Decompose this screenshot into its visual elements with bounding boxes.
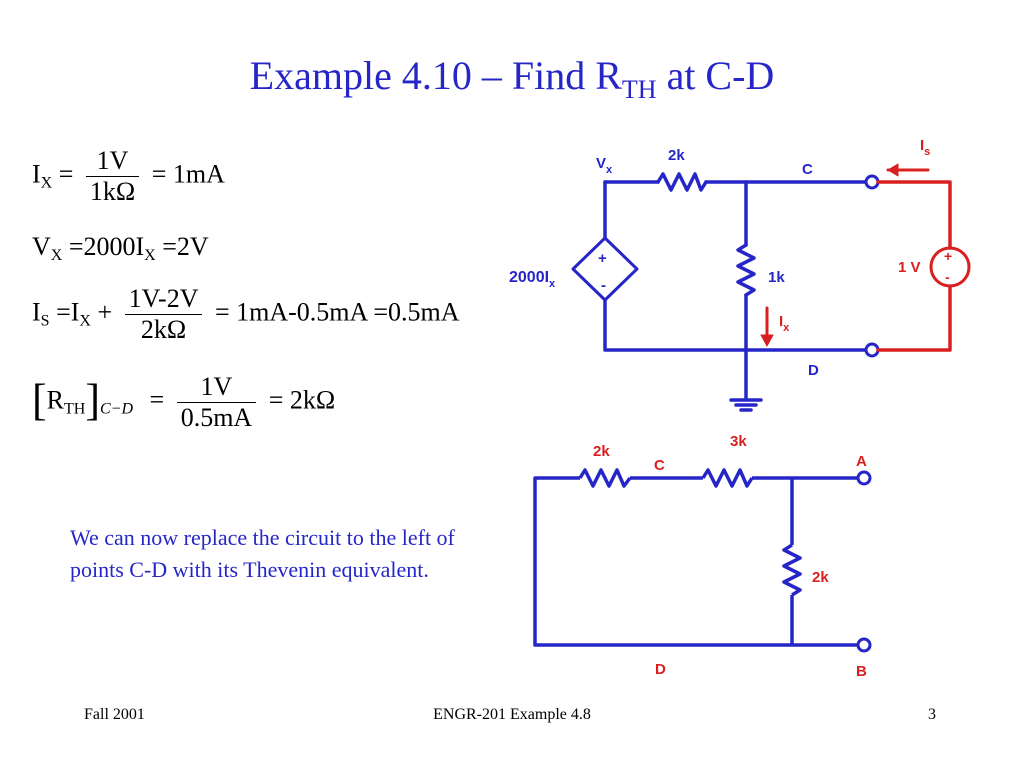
label-1v: 1 V	[898, 259, 921, 276]
c2-label-b: B	[856, 663, 867, 680]
resistor-3k	[701, 468, 754, 488]
circuit-2	[533, 468, 872, 653]
vsrc-minus: -	[945, 269, 950, 285]
c2-label-r1: 2k	[593, 443, 610, 460]
footer-course: ENGR-201 Example 4.8	[433, 706, 591, 723]
equation-vx: VX =2000IX =2V	[32, 232, 209, 264]
c2-label-a: A	[856, 453, 867, 470]
vsrc-plus: +	[944, 248, 952, 264]
explanation-text: We can now replace the circuit to the le…	[70, 525, 455, 582]
label-is: Is	[920, 137, 930, 158]
label-ix: Ix	[779, 313, 790, 334]
label-r-1k: 1k	[768, 269, 785, 286]
circuit-1: Vx 2k C D 1k + - 2000Ix Is Ix 1 V + -	[509, 137, 971, 412]
slide-title: Example 4.10 – Find RTH at C-D	[0, 52, 1024, 114]
label-node-d: D	[808, 362, 819, 379]
c2-label-r2: 3k	[730, 433, 747, 450]
resistor-2k-a	[578, 468, 632, 488]
label-vx: Vx	[596, 155, 613, 176]
voltage-source-1v	[929, 246, 971, 288]
label-node-c: C	[802, 161, 813, 178]
label-r-2k: 2k	[668, 147, 685, 164]
source-plus: +	[598, 250, 607, 267]
title-main: Example 4.10 – Find R	[249, 53, 622, 98]
footer-page-number: 3	[928, 706, 936, 723]
resistor-1k	[736, 243, 756, 297]
resistor-2k	[656, 172, 708, 192]
c2-label-r3: 2k	[812, 569, 829, 586]
c2-label-c: C	[654, 457, 665, 474]
label-dependent-source: 2000Ix	[509, 269, 556, 290]
resistor-2k-b	[782, 543, 802, 597]
c2-label-d: D	[655, 661, 666, 678]
dependent-source	[571, 236, 639, 302]
title-subscript: TH	[621, 75, 657, 104]
footer-date: Fall 2001	[84, 706, 145, 723]
title-tail: at C-D	[656, 53, 775, 98]
source-minus: -	[601, 277, 606, 294]
